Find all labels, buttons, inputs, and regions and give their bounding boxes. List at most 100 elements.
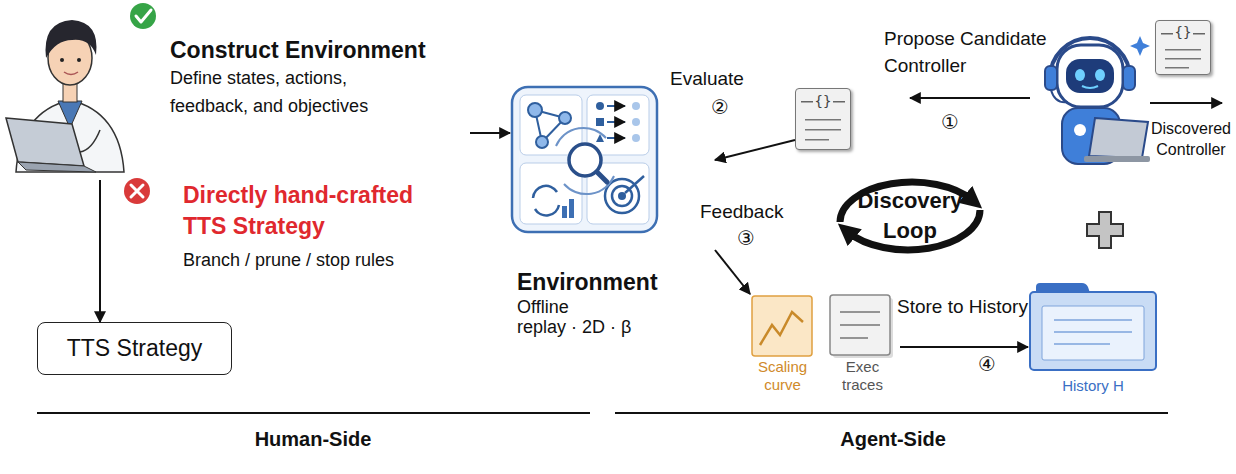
scaling-curve-icon <box>752 296 812 356</box>
artifact-card: Exec traces <box>825 294 900 394</box>
artifact-caption: Exec traces <box>825 358 900 394</box>
step-number: ② <box>711 95 729 119</box>
warning-heading: Directly hand-crafted TTS Strategy <box>183 180 448 242</box>
plus-sign <box>1087 212 1123 248</box>
agent-robot <box>1045 36 1150 164</box>
propose-arrow <box>910 97 1030 99</box>
flow-arrow <box>470 132 510 134</box>
agent-robot <box>1130 36 1150 56</box>
flow-arrow <box>900 346 1028 348</box>
history-folder-icon <box>1030 283 1156 370</box>
cross-badge <box>124 178 150 204</box>
researcher-figure <box>60 58 64 62</box>
agent-robot <box>1051 90 1068 102</box>
scaling-curve-icon <box>752 296 812 356</box>
researcher-figure <box>80 130 100 152</box>
researcher-figure <box>64 72 78 75</box>
researcher-figure <box>46 20 97 58</box>
section-title: Human-Side <box>213 426 413 452</box>
check-badge <box>130 3 156 29</box>
connector-layer <box>100 133 1028 347</box>
environment-icon <box>596 102 604 110</box>
environment-icon <box>587 95 649 155</box>
agent-robot <box>1075 69 1085 81</box>
edge-label: Store to History <box>897 296 1028 318</box>
code-glyph: {} <box>796 89 850 109</box>
agent-robot <box>1057 45 1123 107</box>
environment-icon <box>597 172 607 182</box>
check-badge <box>136 10 151 22</box>
strategy-box: TTS Strategy <box>37 322 232 375</box>
environment-icon <box>559 112 571 124</box>
environment-icon <box>535 205 559 215</box>
environment-detail: replay · 2D · β <box>517 317 715 337</box>
check-badge <box>130 3 156 29</box>
trace-document-icon <box>830 295 890 355</box>
agent-robot <box>1082 86 1098 88</box>
output-caption: Discovered Controller <box>1145 118 1236 160</box>
environment-card: EnvironmentOfflinereplay · 2D · β <box>510 87 715 347</box>
environment-icon <box>512 87 657 232</box>
environment-icon <box>512 87 657 232</box>
cross-badge <box>131 185 143 197</box>
environment-icon <box>632 118 640 126</box>
environment-icon <box>607 105 625 107</box>
agent-robot <box>1074 124 1086 136</box>
history-folder-icon <box>1054 320 1132 344</box>
code-document: {} <box>1155 20 1211 75</box>
environment-icon <box>569 199 574 218</box>
environment-icon <box>520 95 582 155</box>
environment-icon <box>625 176 644 193</box>
section-title: Agent-Side <box>793 426 993 452</box>
agent-robot <box>1095 69 1105 81</box>
environment-icon <box>632 102 640 110</box>
trace-document-icon <box>840 312 880 338</box>
environment-icon <box>528 103 542 117</box>
step-number: ① <box>941 110 959 134</box>
environment-icon <box>607 137 625 139</box>
environment-icon <box>536 136 548 148</box>
warning-description: Branch / prune / stop rules <box>183 248 448 272</box>
loop-title: Discovery Loop <box>850 186 970 246</box>
scaling-curve-icon <box>760 312 803 345</box>
flow-arrow <box>715 250 750 294</box>
edge-label: Evaluate <box>670 68 744 90</box>
agent-robot <box>1089 118 1148 158</box>
environment-icon <box>618 192 626 200</box>
output-arrow <box>1150 102 1222 104</box>
section-rule <box>37 413 1168 414</box>
environment-icon <box>562 206 567 218</box>
agent-robot <box>1066 59 1114 93</box>
history-folder-icon <box>1030 292 1156 370</box>
section-rule <box>37 412 590 414</box>
environment-icon <box>533 186 557 198</box>
step-annotation: Propose Candidate Controller <box>884 25 1084 79</box>
researcher-figure <box>18 162 96 172</box>
step-heading: Construct Environment <box>170 36 470 64</box>
edge-label: Feedback <box>700 201 783 223</box>
researcher-figure <box>77 58 81 62</box>
output-arrow <box>1150 103 1222 104</box>
environment-icon <box>632 134 640 142</box>
artifact-card: Scaling curve <box>745 294 820 394</box>
history-caption: History H <box>1028 377 1158 395</box>
output-card: {} Discovered Controller <box>1145 20 1236 162</box>
strategy-label: TTS Strategy <box>67 335 202 362</box>
trace-document-icon <box>830 295 893 358</box>
agent-robot <box>1123 66 1135 90</box>
step-card: Construct EnvironmentDefine states, acti… <box>170 36 470 140</box>
environment-detail: Offline <box>517 297 715 317</box>
environment-icon <box>596 118 604 126</box>
section-rule <box>615 412 1168 414</box>
flow-arrow <box>99 180 101 322</box>
loop-arrows <box>840 182 980 250</box>
agent-robot <box>1084 156 1150 162</box>
step-description: Define states, actions, feedback, and ob… <box>170 64 420 120</box>
researcher-figure <box>6 118 84 166</box>
artifact-caption: Scaling curve <box>745 358 820 394</box>
history-store: History H <box>1028 283 1158 398</box>
